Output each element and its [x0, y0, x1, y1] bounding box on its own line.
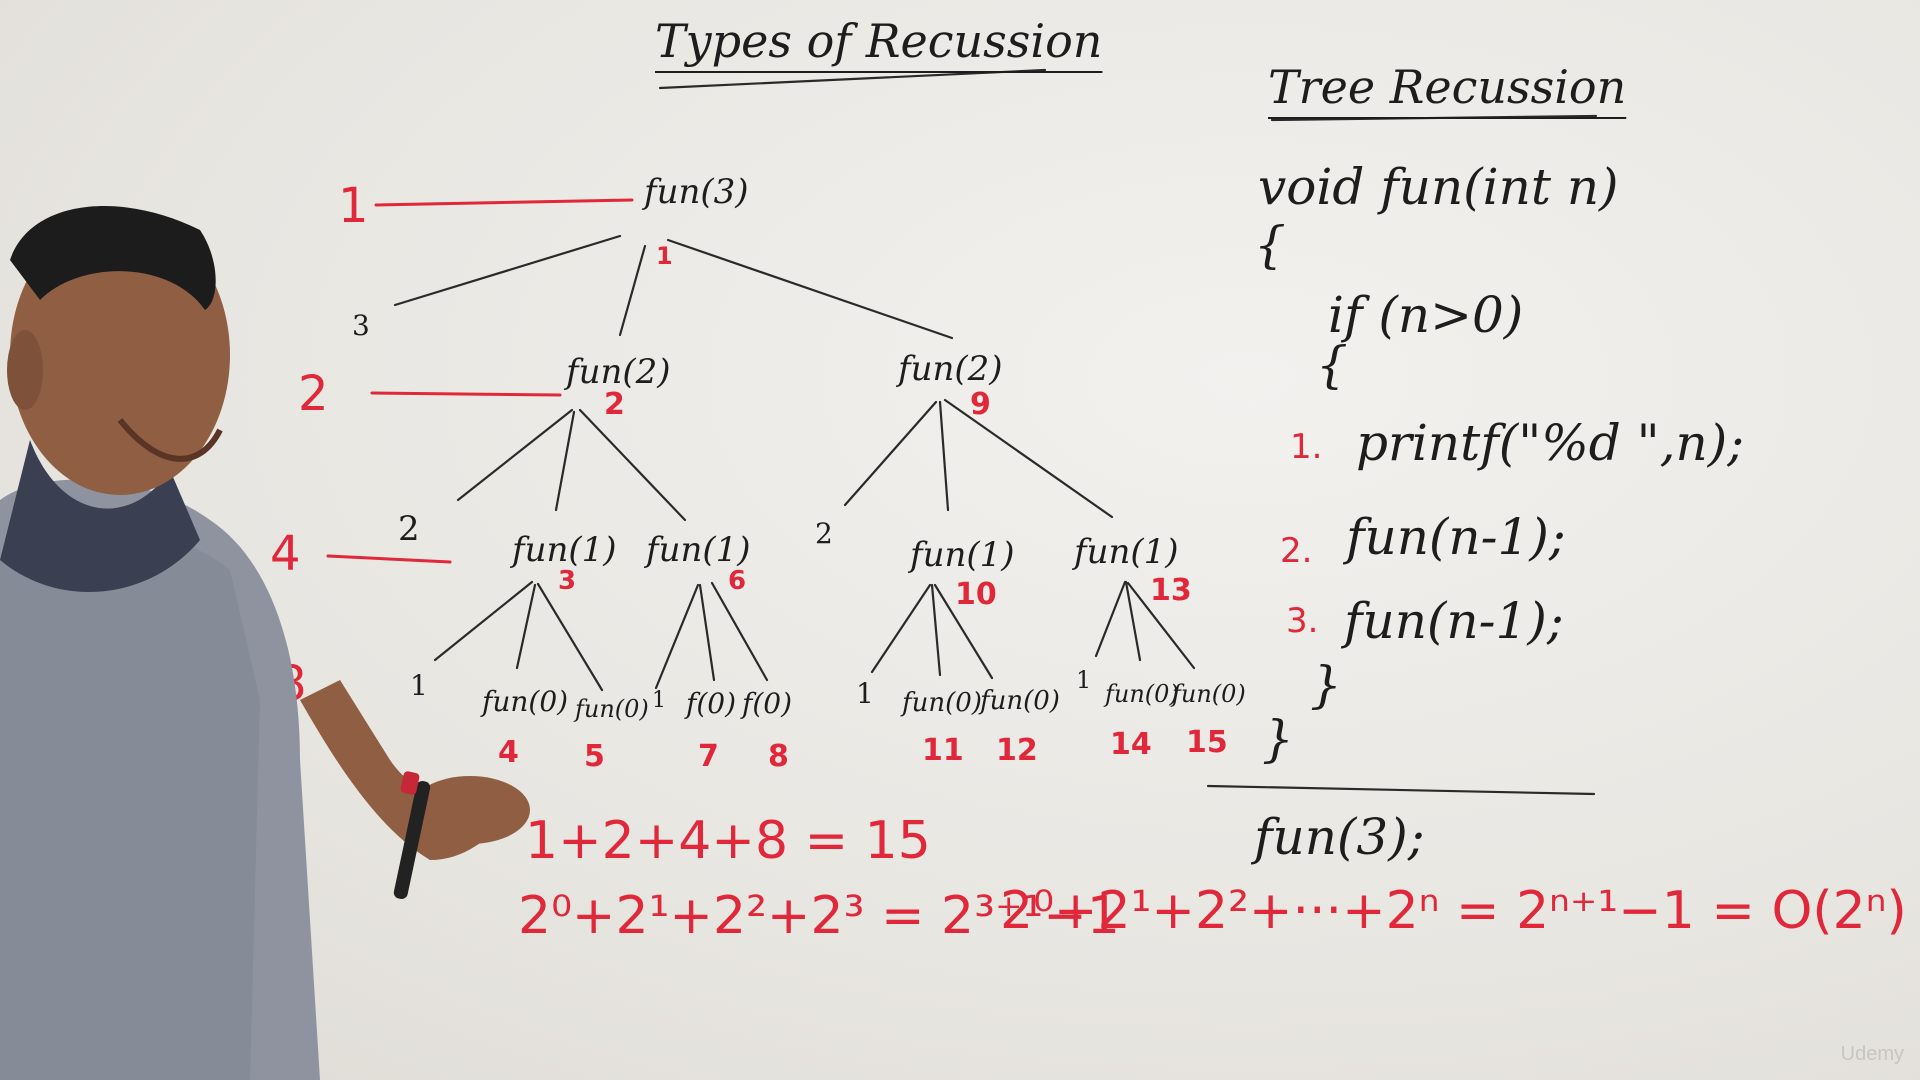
tree-leaf: fun(0): [1172, 680, 1246, 708]
call-order-number: 5: [584, 739, 605, 774]
code-step-number: 3.: [1286, 601, 1319, 641]
call-order-number: 7: [698, 739, 719, 774]
tree-node-level3: fun(1): [646, 530, 751, 570]
call-order-number: 14: [1110, 727, 1152, 762]
call-order-number: 9: [970, 387, 991, 422]
call-order-number: 2: [604, 387, 625, 422]
code-brace-close: }: [1262, 710, 1294, 768]
tree-node-level3: fun(1): [1074, 532, 1179, 572]
call-order-number: 13: [1150, 573, 1192, 608]
call-order-number: 6: [728, 566, 747, 596]
tree-leaf: fun(0): [1105, 680, 1179, 708]
printed-value: 3: [352, 309, 370, 342]
code-line-printf: printf("%d ",n);: [1356, 414, 1745, 472]
geometric-sum-equation: 2⁰+2¹+2²+2³ = 2³⁺¹−1: [518, 886, 1120, 946]
section-title: Tree Recussion: [1268, 60, 1627, 114]
call-order-number: 1: [656, 242, 673, 270]
code-brace-open: {: [1254, 216, 1286, 274]
tree-node-root: fun(3): [644, 172, 749, 212]
udemy-logo: Udemy: [1840, 1043, 1904, 1065]
printed-value: 1: [1076, 666, 1092, 694]
code-line-call: fun(n-1);: [1344, 592, 1564, 650]
call-order-number: 12: [996, 733, 1038, 768]
tree-leaf: fun(0): [575, 695, 649, 723]
page-title: Types of Recussion: [655, 14, 1103, 68]
code-line-if: if (n>0): [1328, 286, 1524, 344]
sum-equation: 1+2+4+8 = 15: [525, 811, 931, 871]
printed-value: 1: [652, 688, 666, 713]
complexity-equation: 2⁰+2¹+2²+···+2ⁿ = 2ⁿ⁺¹−1 = O(2ⁿ): [1000, 881, 1907, 941]
call-order-number: 10: [955, 577, 997, 612]
call-order-number: 8: [768, 739, 789, 774]
code-step-number: 2.: [1280, 531, 1313, 571]
printed-value: 2: [398, 509, 420, 549]
tree-leaf: fun(0): [482, 685, 569, 718]
code-brace-close: }: [1310, 656, 1342, 714]
tree-node-level3: fun(1): [512, 530, 617, 570]
printed-value: 1: [856, 677, 874, 710]
level-count: 1: [338, 178, 369, 234]
call-order-number: 15: [1186, 725, 1228, 760]
tree-leaf: fun(0): [902, 688, 982, 718]
presenter: [0, 206, 530, 1080]
call-order-number: 11: [922, 733, 964, 768]
code-line-signature: void fun(int n): [1258, 158, 1619, 216]
code-step-number: 1.: [1290, 427, 1323, 467]
call-order-number: 4: [498, 735, 519, 770]
tree-leaf: fun(0): [980, 686, 1060, 716]
code-line-call: fun(n-1);: [1346, 508, 1566, 566]
call-order-number: 3: [558, 566, 577, 596]
tree-node-level3: fun(1): [910, 535, 1015, 575]
code-function-call: fun(3);: [1254, 808, 1425, 866]
tree-node-level2: fun(2): [566, 352, 671, 392]
level-count: 2: [298, 366, 329, 422]
printed-value: 1: [410, 669, 428, 702]
level-count: 4: [270, 526, 301, 582]
tree-leaf: f(0): [686, 687, 737, 720]
printed-value: 2: [815, 517, 833, 550]
tree-leaf: f(0): [742, 687, 793, 720]
code-brace-open: {: [1316, 336, 1348, 394]
tree-node-level2: fun(2): [898, 349, 1003, 389]
